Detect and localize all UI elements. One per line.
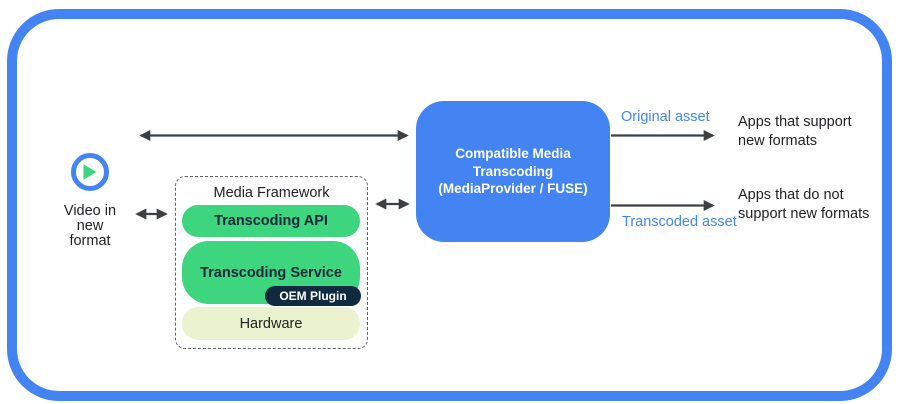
media-framework-box: Media Framework Transcoding API Transcod… [175, 176, 368, 349]
apps-support-new-formats-label: Apps that support new formats [738, 114, 852, 149]
oem-plugin-pill: OEM Plugin [265, 286, 361, 306]
hardware-pill: Hardware [182, 307, 360, 340]
media-framework-title: Media Framework [213, 185, 330, 201]
diagram-border [7, 9, 892, 401]
transcoding-api-pill: Transcoding API [182, 205, 360, 237]
apps-not-support-new-formats-label: Apps that do not support new formats [738, 187, 870, 222]
play-triangle-icon [83, 164, 97, 180]
video-source-label: Video in new format [63, 203, 117, 249]
original-asset-label: Original asset [621, 109, 710, 125]
compatible-media-transcoding-box: Compatible Media Transcoding (MediaProvi… [416, 101, 610, 242]
transcoded-asset-label: Transcoded asset [622, 214, 737, 230]
play-icon [71, 153, 109, 191]
